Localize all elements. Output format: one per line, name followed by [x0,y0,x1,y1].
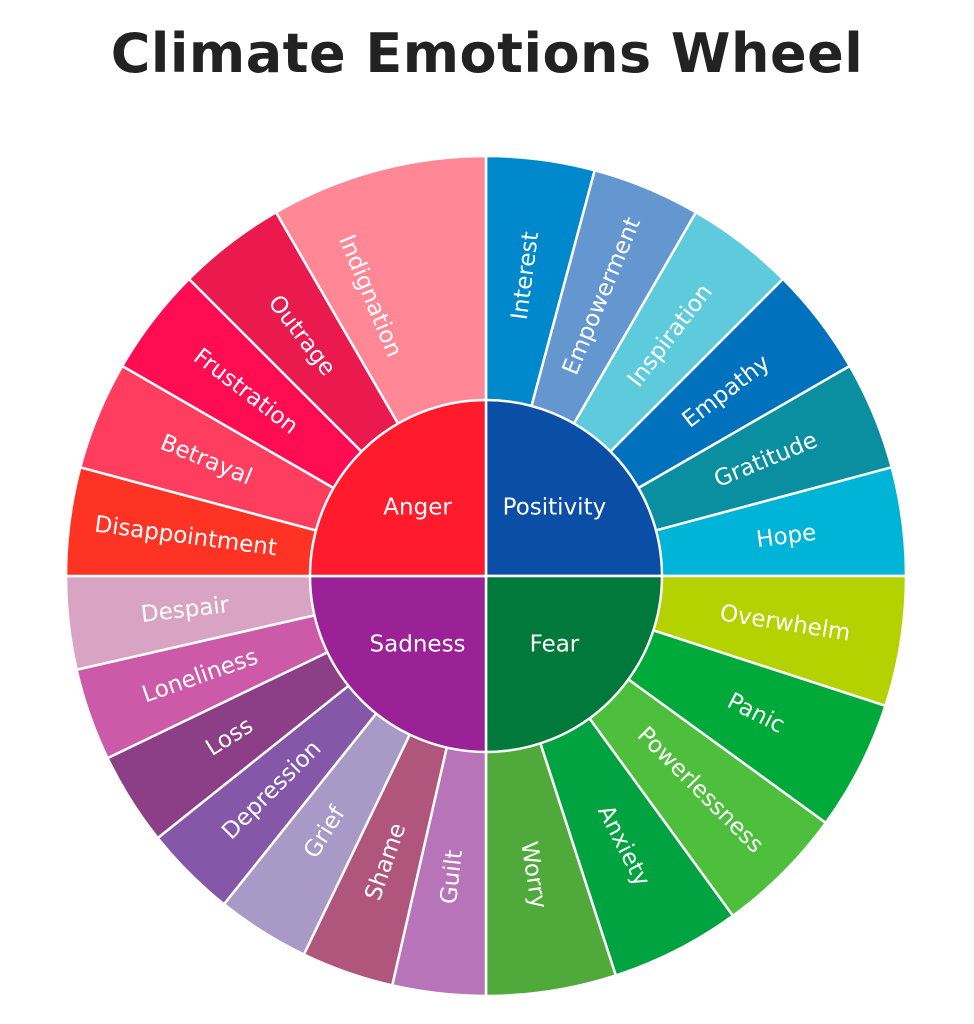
core-label-fear: Fear [530,631,580,657]
core-label-positivity: Positivity [503,495,607,521]
core-sadness [308,574,488,754]
inner-core [308,398,664,754]
outer-ring [64,154,908,998]
page-title: Climate Emotions Wheel [110,22,864,85]
segment-label-guilt: Guilt [436,849,468,906]
core-label-anger: Anger [383,495,452,521]
core-fear [484,574,664,754]
core-anger [308,398,488,578]
core-label-sadness: Sadness [370,631,466,657]
core-positivity [484,398,664,578]
